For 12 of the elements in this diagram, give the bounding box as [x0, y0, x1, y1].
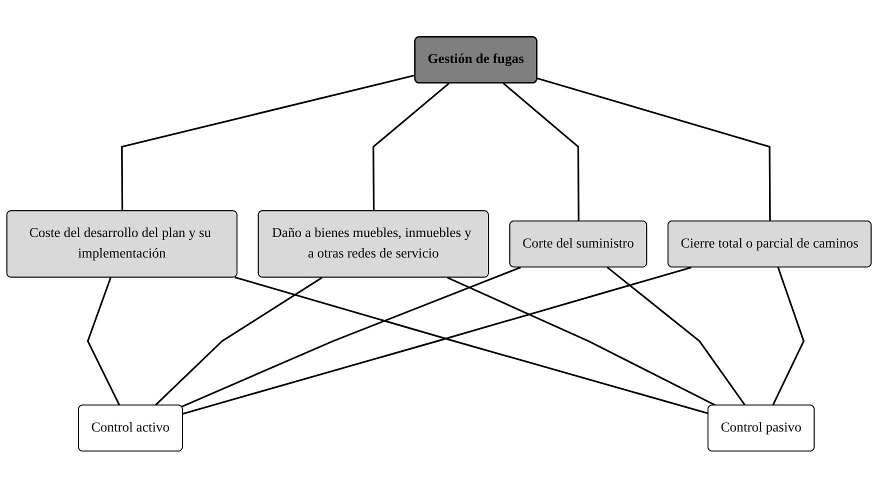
connector [372, 82, 450, 211]
connector [86, 276, 120, 406]
connector [447, 276, 716, 406]
connector [121, 74, 416, 211]
connector [502, 82, 580, 221]
connector [772, 266, 805, 406]
connector [154, 276, 322, 406]
connector [182, 266, 692, 414]
connector [181, 266, 521, 408]
connector [536, 77, 771, 221]
connector [606, 266, 746, 406]
connector [234, 276, 709, 414]
